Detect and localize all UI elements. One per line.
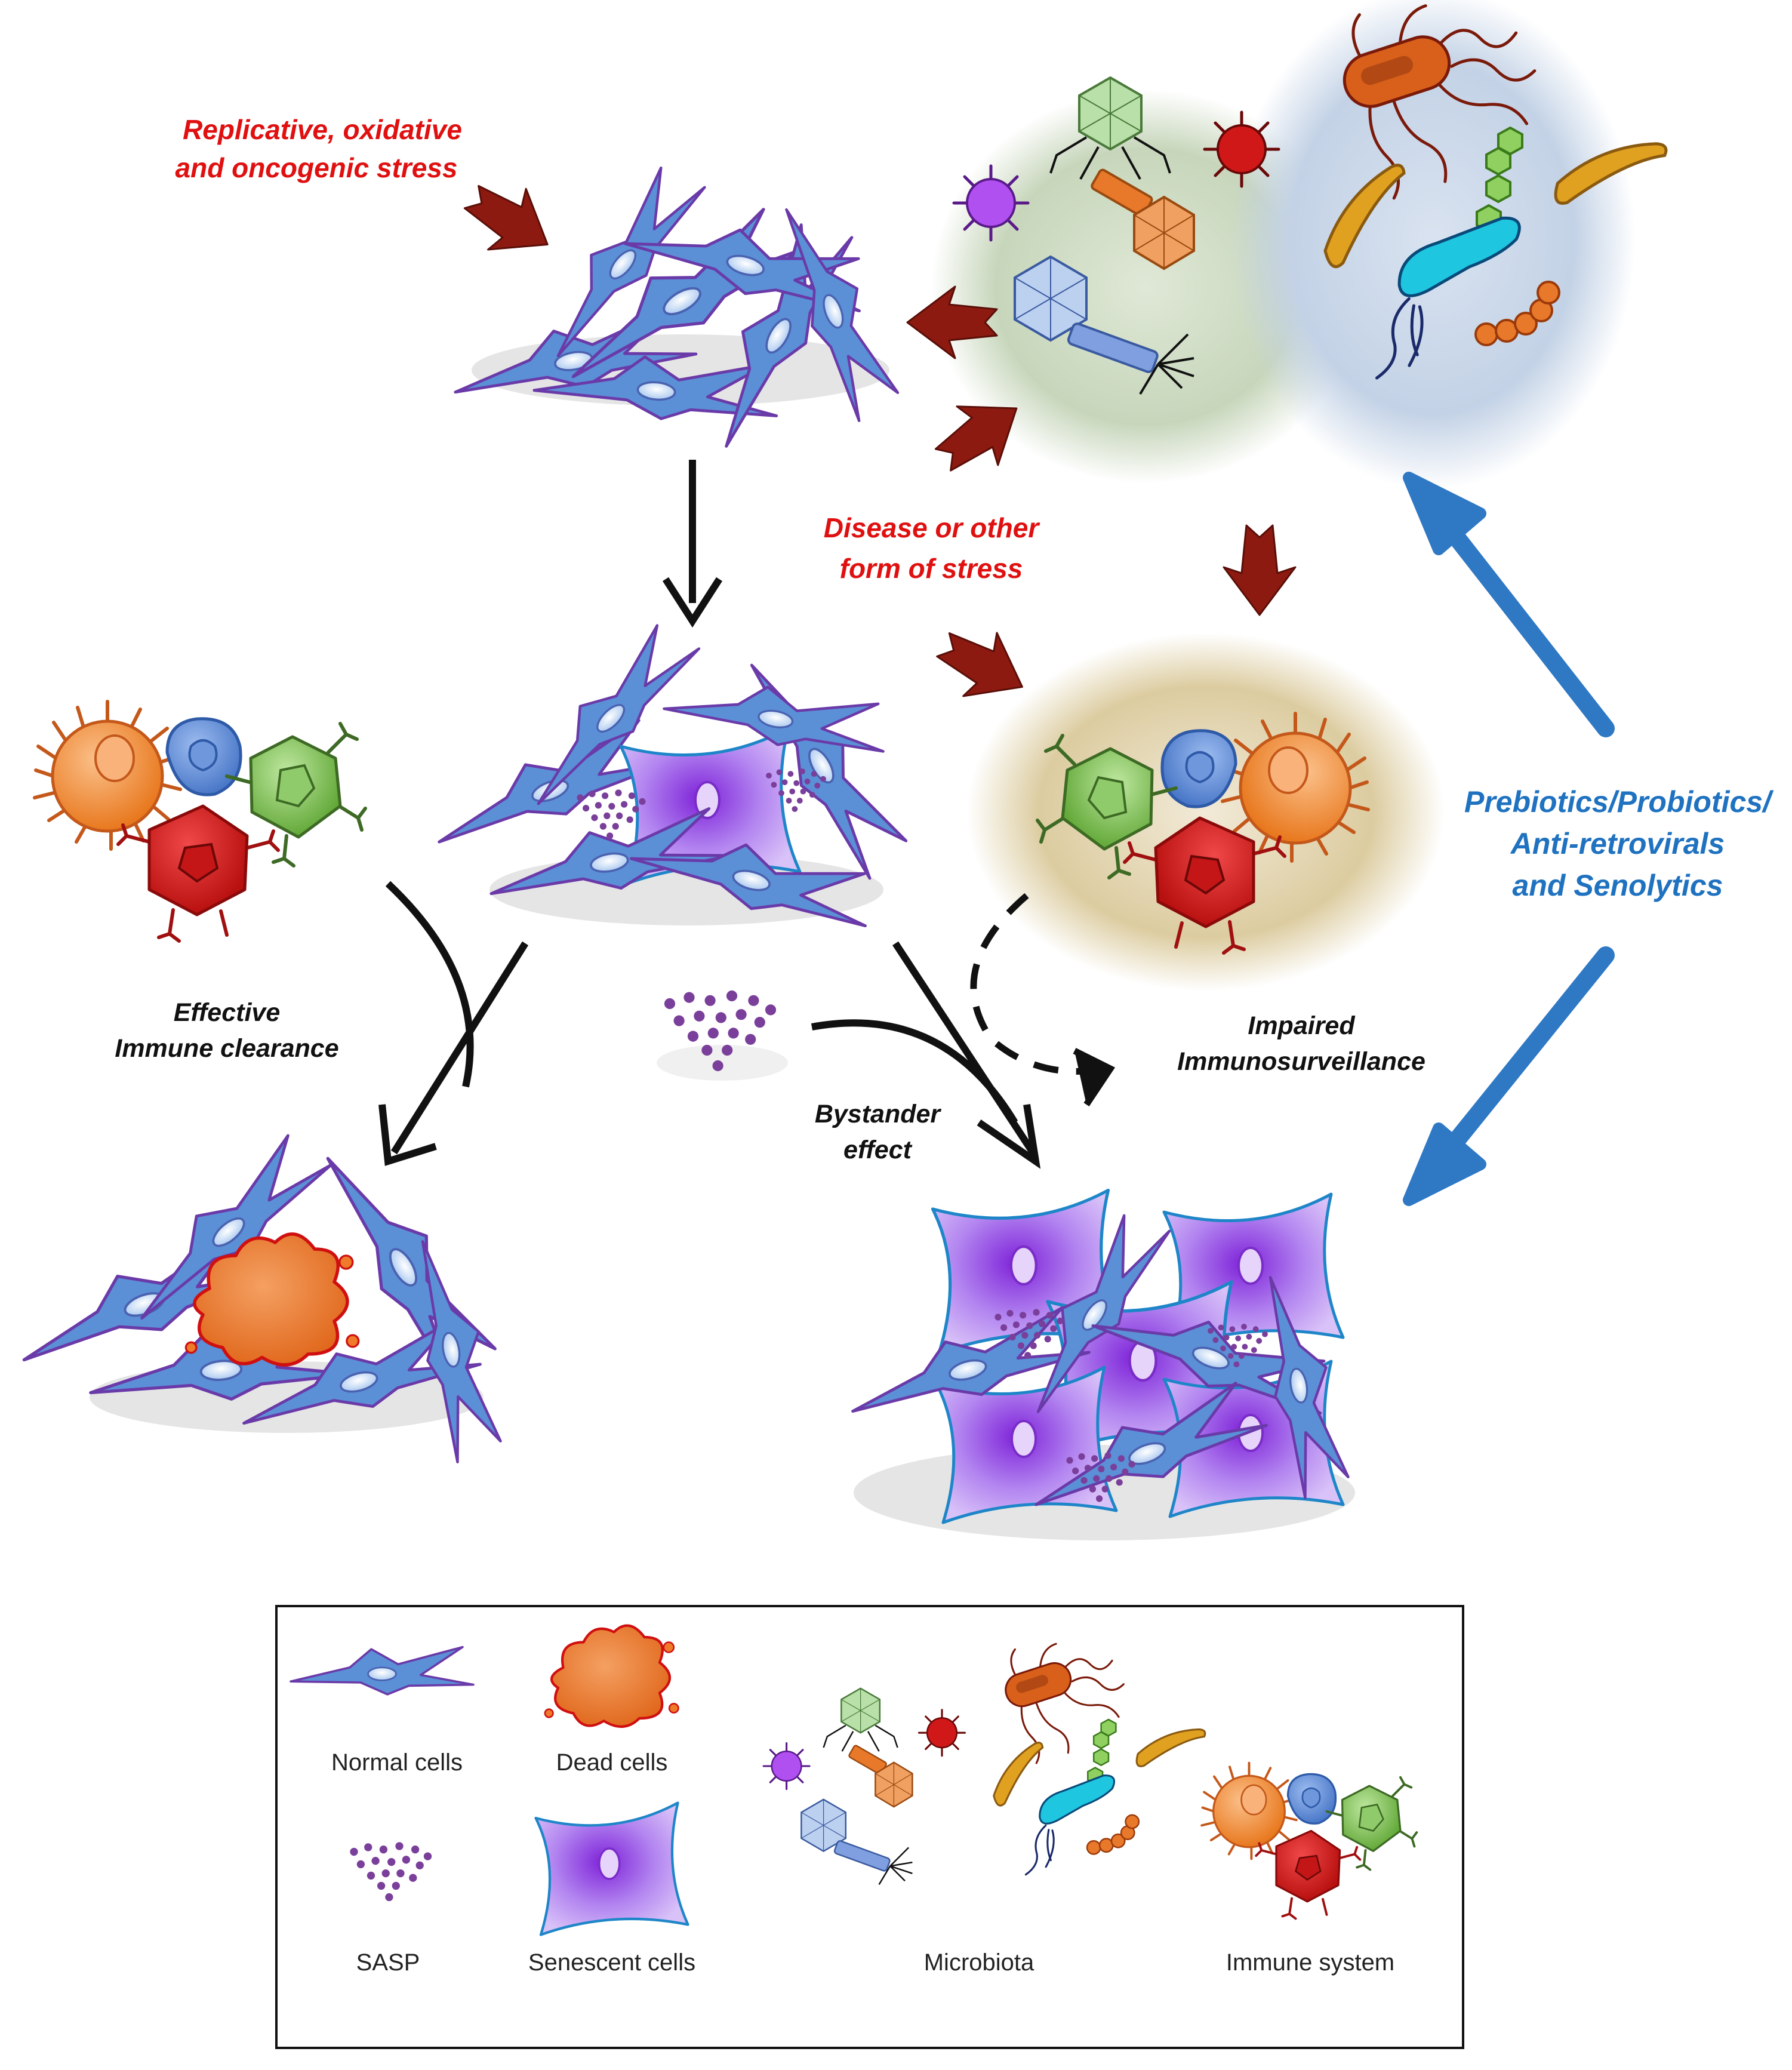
legend-box: Normal cells Dead cells SASP Senescent c… <box>275 1605 1464 2049</box>
legend-dead-cells: Dead cells <box>556 1749 668 1776</box>
clearance-label-line1: Effective <box>174 998 280 1027</box>
treatment-label-line2: Anti-retrovirals <box>1510 827 1725 860</box>
legend-normal-cells: Normal cells <box>331 1749 463 1776</box>
immune-cells-impaired <box>967 633 1445 991</box>
impaired-label-line1: Impaired <box>1248 1011 1355 1040</box>
stress-label-line1: Replicative, oxidative <box>183 114 462 145</box>
disease-label-line2: form of stress <box>840 553 1023 584</box>
treatment-arrow-up-icon <box>1403 472 1615 737</box>
clearance-label-line2: Immune clearance <box>115 1034 338 1063</box>
senescence-onset-cluster <box>423 616 913 938</box>
bystander-arrow-icon <box>811 941 1041 1169</box>
bystander-label-line2: effect <box>843 1136 913 1164</box>
impaired-surveillance-arrow-icon <box>970 893 1116 1107</box>
stress-arrow-icon <box>451 165 568 276</box>
disease-label-line1: Disease or other <box>824 512 1040 543</box>
normal-cells-cluster <box>448 158 903 455</box>
cleared-cells-cluster <box>7 1127 503 1465</box>
sasp-cloud <box>657 990 788 1081</box>
treatment-label-line3: and Senolytics <box>1513 869 1723 902</box>
legend-microbiota: Microbiota <box>924 1949 1034 1976</box>
legend-senescent-cells: Senescent cells <box>528 1949 695 1976</box>
arrow-microbiota-to-immune-icon <box>1223 524 1297 616</box>
senescent-accumulation-cluster <box>841 1191 1355 1540</box>
treatment-label-line1: Prebiotics/Probiotics/ <box>1464 785 1774 819</box>
clearance-arrow-icon <box>378 881 529 1166</box>
bystander-label-line1: Bystander <box>815 1100 942 1128</box>
treatment-arrow-down-icon <box>1403 946 1615 1206</box>
microbiota-cluster <box>931 0 1668 490</box>
stress-label-line2: and oncogenic stress <box>175 152 458 183</box>
immune-cells-left <box>35 702 365 941</box>
legend-immune-system: Immune system <box>1226 1949 1394 1976</box>
legend-sasp: SASP <box>356 1949 420 1976</box>
arrow-to-senescence-icon <box>662 460 723 628</box>
impaired-label-line2: Immunosurveillance <box>1177 1047 1425 1076</box>
